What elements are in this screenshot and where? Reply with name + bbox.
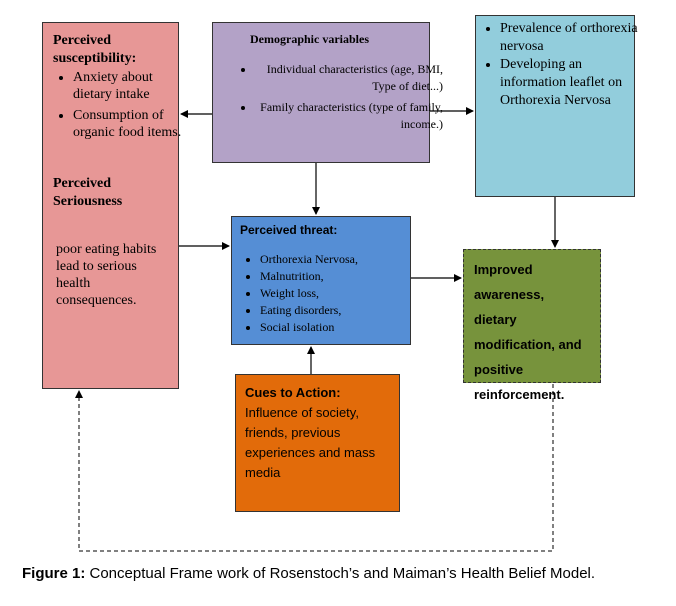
outcome-box: Improved awareness, dietary modification…: [463, 249, 601, 402]
caption-label: Figure 1:: [22, 565, 86, 582]
threat-title: Perceived threat:: [240, 223, 338, 237]
seriousness-title: Perceived Seriousness: [53, 176, 123, 209]
cues-text: Influence of society, friends, previous …: [245, 405, 376, 480]
prevalence-item: Prevalence of orthorexia nervosa: [500, 20, 650, 56]
caption-text: Conceptual Frame work of Rosenstoch’s an…: [85, 565, 596, 582]
demographics-item: Family characteristics (type of family, …: [255, 99, 443, 133]
cues-title: Cues to Action:: [245, 385, 341, 400]
demographics-title: Demographic variables: [250, 32, 369, 46]
susceptibility-item: Consumption of organic food items.: [73, 107, 195, 141]
figure-caption: Figure 1: Conceptual Frame work of Rosen…: [22, 565, 662, 582]
threat-item: Weight loss,: [260, 285, 420, 302]
perceived-threat-box: Perceived threat: Orthorexia Nervosa, Ma…: [231, 216, 411, 345]
susceptibility-title: Perceived susceptibility:: [53, 33, 137, 66]
perceived-susceptibility-box: Perceived susceptibility: Anxiety about …: [42, 22, 181, 389]
demographics-list: Individual characteristics (age, BMI, Ty…: [235, 61, 443, 133]
susceptibility-list: Anxiety about dietary intake Consumption…: [53, 69, 195, 141]
prevalence-list: Prevalence of orthorexia nervosa Develop…: [480, 20, 650, 110]
feedback-dashed-loop: [75, 384, 554, 552]
prevalence-item: Developing an information leaflet on Ort…: [500, 56, 650, 110]
cues-to-action-box: Cues to Action: Influence of society, fr…: [235, 374, 400, 512]
seriousness-text: poor eating habits lead to serious healt…: [56, 242, 157, 308]
demographics-item: Individual characteristics (age, BMI, Ty…: [255, 61, 443, 95]
demographic-variables-box: Demographic variables Individual charact…: [212, 22, 443, 163]
threat-item: Malnutrition,: [260, 268, 420, 285]
threat-list: Orthorexia Nervosa, Malnutrition, Weight…: [240, 251, 420, 336]
threat-item: Eating disorders,: [260, 302, 420, 319]
threat-item: Social isolation: [260, 319, 420, 336]
susceptibility-item: Anxiety about dietary intake: [73, 69, 195, 103]
outcome-text: Improved awareness, dietary modification…: [474, 262, 582, 402]
prevalence-box: Prevalence of orthorexia nervosa Develop…: [475, 15, 638, 197]
threat-item: Orthorexia Nervosa,: [260, 251, 420, 268]
